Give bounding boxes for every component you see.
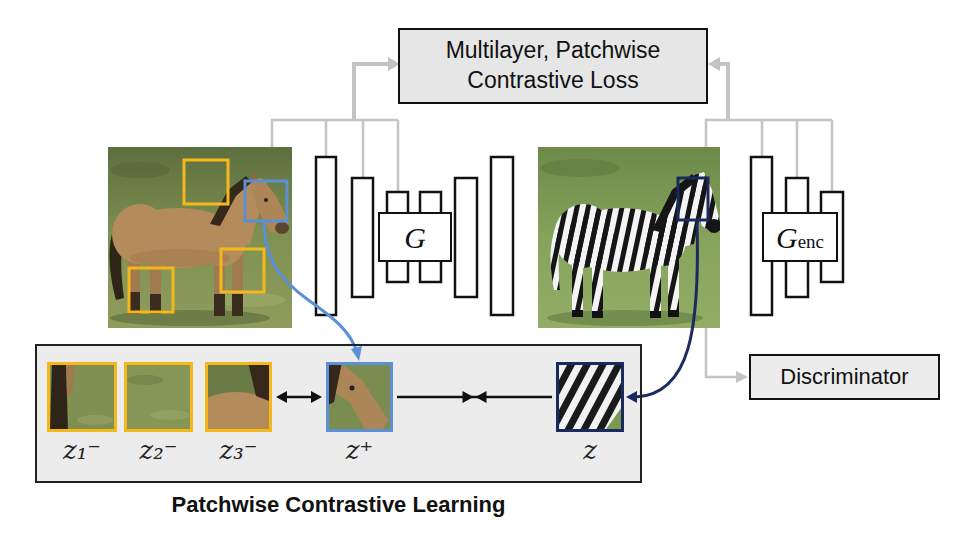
zebra-photo [538,147,721,328]
feature-taps [796,120,799,178]
query-patch: z [556,362,624,432]
arrowheads [708,57,720,71]
patch-link [636,222,697,397]
horse-photo [232,255,243,315]
zebra-photo [652,174,698,232]
patch-label: z⁺ [346,437,373,463]
arrowhead [311,391,322,403]
positive-patch: z⁺ [326,362,393,432]
zebra-photo [592,311,603,318]
zebra-photo [572,310,583,317]
zebra-photo [650,311,661,318]
generator-layers [491,157,513,315]
arrowhead [476,391,487,403]
horse-photo [232,294,243,316]
connector-line [397,396,552,399]
learning-panel: Patchwise Contrastive Learningz₁⁻z₂⁻z₃⁻z… [35,344,642,483]
feature-taps [706,328,738,377]
patch-image [150,410,190,420]
connector [276,391,322,403]
patch-image [127,375,163,385]
patch-image [326,362,393,432]
feature-taps [397,120,400,192]
patch-link [626,391,637,403]
panel-heading: Patchwise Contrastive Learning [37,492,640,518]
zebra-photo [678,178,708,220]
connector-line [285,396,313,399]
patch-image [248,362,272,402]
feature-taps [706,120,832,147]
patch-label: z [583,437,597,463]
box-label: G [404,221,426,254]
generator-layers [455,178,477,297]
encoder-layers [751,157,843,315]
patch-image [556,362,624,432]
patch-image [350,386,355,391]
zebra-photo [547,310,703,326]
discriminator-box: Discriminator [749,354,940,400]
connector [397,391,552,403]
arrowhead [276,391,287,403]
zebra-photo [540,159,620,177]
generator-box: G [378,212,452,262]
patch-image [556,362,624,432]
horse-photo [221,249,264,292]
feature-taps [354,64,390,120]
arrowheads [736,371,748,383]
patch-link [264,222,697,403]
feature-taps [761,120,764,157]
negative-patch: z₂⁻ [124,362,193,432]
horse-photo [245,181,287,221]
box-label: Multilayer, Patchwise Contrastive Loss [408,36,698,96]
horse-photo [248,178,289,234]
zebra-photo [538,147,720,328]
horse-photo [214,294,225,316]
horse-photo [275,222,289,234]
feature-taps [272,120,398,147]
feature-taps [362,120,365,178]
loss-box: Multilayer, Patchwise Contrastive Loss [398,28,708,104]
patch-link [351,346,362,361]
patch-image [556,362,624,432]
patch-link [264,222,357,352]
horse-photo [129,268,173,312]
patch-label: z₃⁻ [220,437,258,463]
generator-layers [352,178,373,297]
patch-image [124,362,193,432]
horse-photo [264,198,268,202]
negative-patch: z₁⁻ [47,362,117,432]
encoder-box: Genc [762,212,838,262]
patch-label: z₁⁻ [63,437,101,463]
feature-taps [272,64,832,377]
horse-photo [184,160,228,204]
patch-image [604,404,624,432]
panel-ground [35,344,642,483]
box-label: Discriminator [780,364,908,390]
arrowhead [463,391,474,403]
feature-taps [325,120,328,157]
patch-image [124,362,193,432]
feature-taps [718,64,728,120]
patch-image [47,362,117,432]
patch-image [47,362,117,432]
patch-image [50,362,68,432]
generator-layers [316,157,336,315]
patch-image [326,362,393,432]
feature-taps [831,120,834,192]
negative-patch: z₃⁻ [205,362,272,432]
box-label: Genc [776,221,824,254]
patch-label: z₂⁻ [140,437,178,463]
patch-image [77,415,113,425]
horse-photo [130,249,230,267]
generator-layers [316,157,513,315]
horse-photo [215,293,285,307]
horse-photo [110,162,170,178]
zebra-photo [668,310,679,317]
patch-image [66,362,76,396]
